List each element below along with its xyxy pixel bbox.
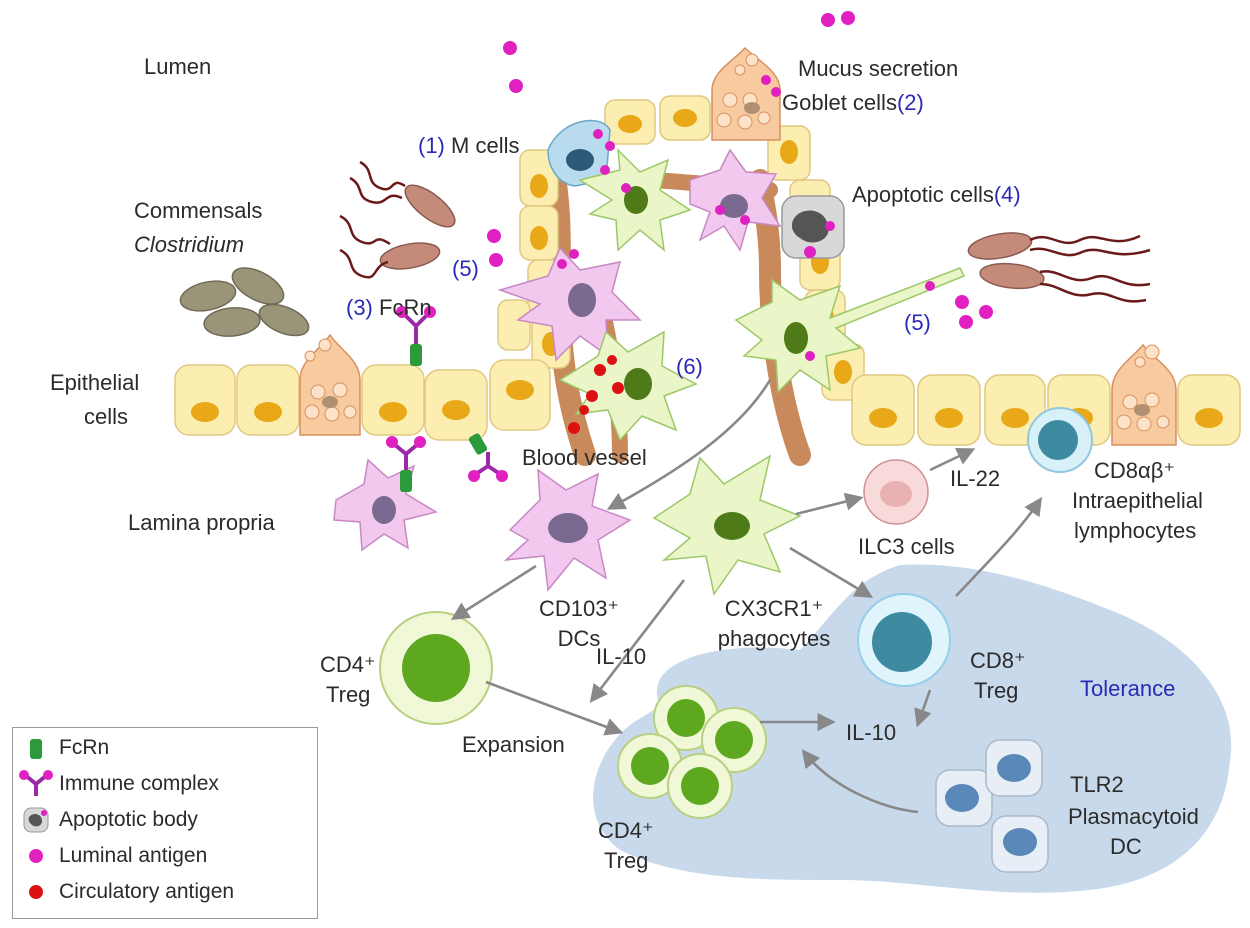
cd4-treg-top-label-line2: Treg: [326, 682, 371, 707]
flagellated-bacteria: [339, 160, 1151, 303]
commensals-label: Commensals: [134, 198, 263, 223]
intraepithelial-lymphocyte: [1027, 407, 1093, 473]
legend-label-fcrn: FcRn: [59, 736, 110, 759]
legend-item-circulatory-antigen: Circulatory antigen: [13, 876, 234, 908]
il10-center-label: IL-10: [846, 720, 897, 745]
circulatory-antigen-icon: [13, 876, 59, 908]
label-5-left: (5): [452, 256, 479, 281]
label-6: (6): [676, 354, 703, 379]
legend: FcRn Immune complex Apoptotic body Lumin…: [12, 727, 318, 919]
plasmacytoid-dc: [935, 739, 1049, 873]
immune-complex-icon: [13, 768, 59, 800]
cx3cr1-label-line1: CX3CR1⁺: [724, 596, 824, 621]
apoptotic-cell: [781, 195, 845, 259]
lumen-label: Lumen: [144, 54, 212, 79]
cd4-treg-bottom-label-line1: CD4⁺: [598, 818, 654, 843]
commensal-bacteria: [179, 267, 310, 337]
blood-vessel-label: Blood vessel: [522, 445, 647, 470]
legend-item-apoptotic-body: Apoptotic body: [13, 804, 198, 836]
tolerance-region: [593, 564, 1232, 893]
villus-dendritic-cells: [497, 147, 966, 442]
fcrn-immune-complexes: [386, 306, 508, 492]
m-cells-label: (1) M cells: [418, 133, 520, 158]
cd4-treg-top-label-line1: CD4⁺: [320, 652, 376, 677]
cd8-treg-label-line2: Treg: [974, 678, 1019, 703]
luminal-antigen-icon: [13, 840, 59, 872]
ilc3-label: ILC3 cells: [858, 534, 955, 559]
cd4-treg-expanded: [617, 685, 767, 819]
cd8ab-label-line1: CD8αβ⁺: [1094, 458, 1175, 483]
label-5-right: (5): [904, 310, 931, 335]
expansion-label: Expansion: [462, 732, 565, 757]
circulatory-antigens: [568, 355, 624, 434]
luminal-antigens: [487, 11, 993, 361]
goblet-nuclei: [322, 102, 1150, 416]
lamina-propria-label: Lamina propria: [128, 510, 275, 535]
clostridium-label: Clostridium: [134, 232, 245, 257]
mucus-secretion-label: Mucus secretion: [798, 56, 959, 81]
cd4-treg-bottom-label-line2: Treg: [604, 848, 649, 873]
goblet-granules: [304, 53, 1170, 432]
tolerance-label: Tolerance: [1080, 676, 1176, 701]
lamina-propria-cells: [333, 454, 929, 596]
legend-label-apoptotic-body: Apoptotic body: [59, 808, 198, 831]
epithelial-label-line1: Epithelial: [50, 370, 140, 395]
epithelial-label-line2: cells: [84, 404, 129, 429]
legend-label-luminal-antigen: Luminal antigen: [59, 844, 208, 867]
legend-label-immune-complex: Immune complex: [59, 772, 219, 795]
legend-item-immune-complex: Immune complex: [13, 768, 219, 800]
tlr2-label-line3: DC: [1110, 834, 1142, 859]
il22-label: IL-22: [950, 466, 1001, 491]
cd4-treg-single: [379, 611, 493, 725]
fcrn-label: (3) FcRn: [346, 295, 432, 320]
apoptotic-body-icon: [13, 804, 59, 836]
legend-item-fcrn: FcRn: [13, 732, 109, 764]
tlr2-label-line2: Plasmacytoid: [1068, 804, 1199, 829]
cd103-label-line2: DCs: [557, 626, 601, 651]
legend-item-luminal-antigen: Luminal antigen: [13, 840, 207, 872]
cd8-treg-label-line1: CD8⁺: [970, 648, 1026, 673]
cd103-label-line1: CD103⁺: [538, 596, 620, 621]
cd8ab-label-line3: lymphocytes: [1074, 518, 1197, 543]
tlr2-label-line1: TLR2: [1070, 772, 1124, 797]
cd8ab-label-line2: Intraepithelial: [1072, 488, 1203, 513]
apoptotic-cells-label: Apoptotic cells(4): [852, 182, 1021, 207]
fcrn-icon: [13, 732, 59, 764]
cx3cr1-label-line2: phagocytes: [717, 626, 831, 651]
cd8-treg: [857, 593, 951, 687]
il10-left-label: IL-10: [596, 644, 647, 669]
goblet-cells-label: Goblet cells(2): [782, 90, 924, 115]
arrows: [450, 379, 1043, 814]
legend-label-circulatory-antigen: Circulatory antigen: [59, 880, 235, 903]
